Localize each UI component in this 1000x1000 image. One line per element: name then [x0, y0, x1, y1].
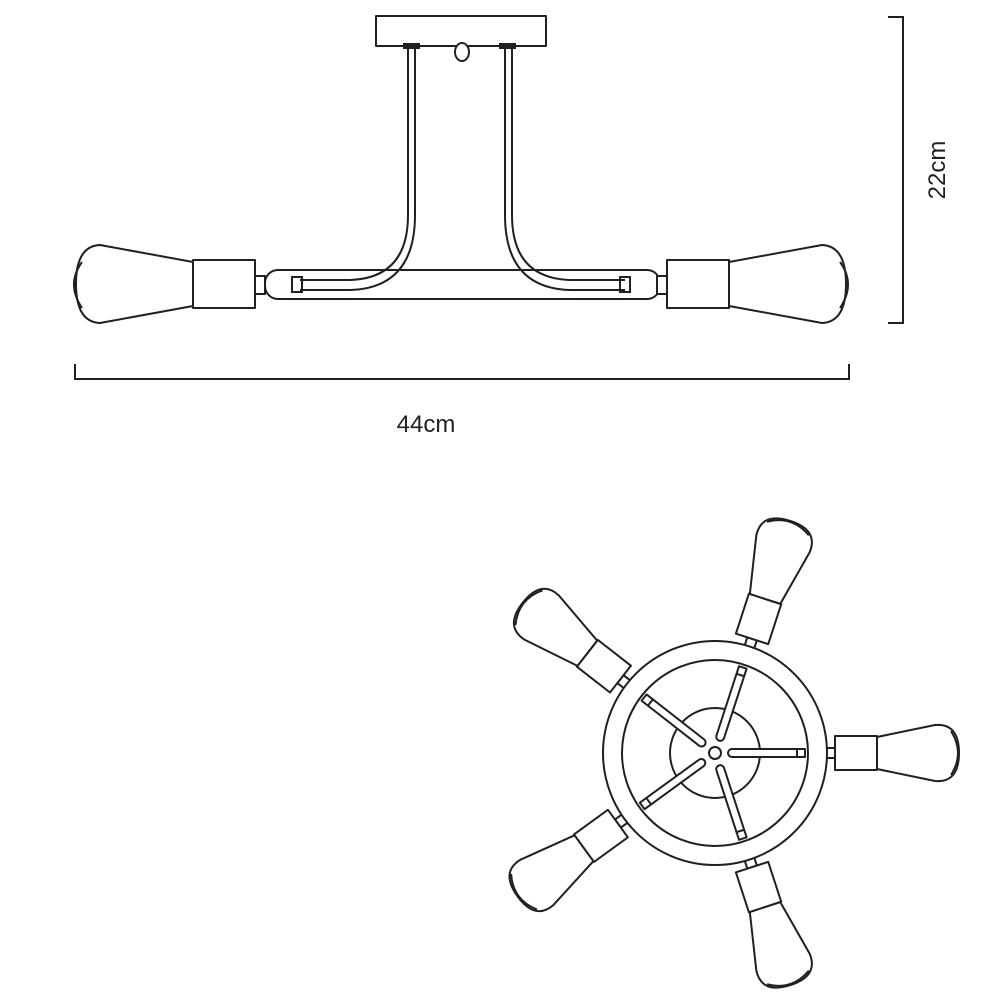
- stem-left-outer: [300, 46, 409, 281]
- top-view: [500, 511, 960, 995]
- bulb-arm: [721, 511, 819, 659]
- bulb-arm: [721, 847, 819, 995]
- center-dot: [708, 746, 722, 760]
- socket-left: [192, 259, 256, 309]
- stem-right-inner: [504, 46, 625, 291]
- mount-screw: [454, 42, 470, 62]
- bulb-left: [75, 244, 194, 324]
- ceiling-plate: [375, 15, 547, 47]
- width-dimension: 44cm: [74, 364, 850, 438]
- width-label: 44cm: [397, 411, 456, 438]
- bulb-right: [728, 244, 847, 324]
- height-label: 22cm: [924, 141, 951, 200]
- height-dimension: 22cm: [888, 16, 951, 324]
- side-view: [73, 15, 849, 324]
- stem-left-inner: [300, 46, 416, 291]
- socket-right: [666, 259, 730, 309]
- bulb-arm: [824, 723, 960, 783]
- horizontal-bar: [264, 269, 661, 300]
- stem-right-outer: [511, 46, 625, 281]
